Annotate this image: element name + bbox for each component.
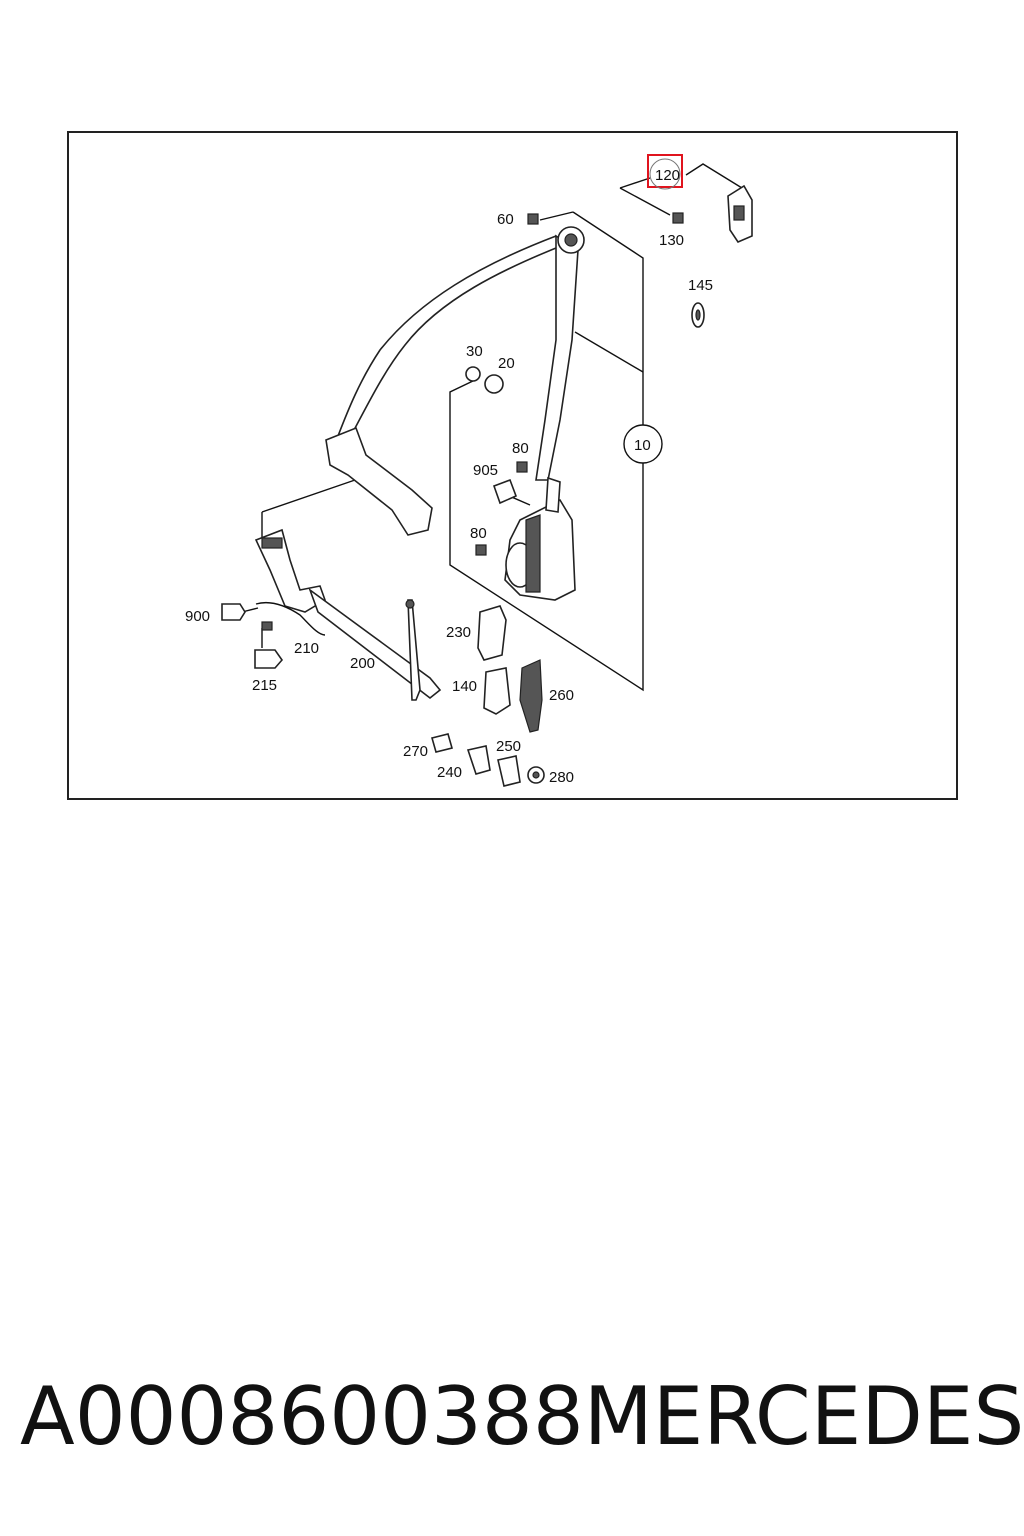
washer-145 xyxy=(691,302,705,328)
callout-230: 230 xyxy=(446,624,471,641)
callout-215: 215 xyxy=(252,677,277,694)
caption: A0008600388 MERCEDES xyxy=(20,1370,1024,1470)
callout-210: 210 xyxy=(294,640,319,657)
diagram-frame xyxy=(67,131,958,800)
callout-260: 260 xyxy=(549,687,574,704)
callout-circle-10 xyxy=(623,424,663,464)
callout-30: 30 xyxy=(466,343,483,360)
callout-240: 240 xyxy=(437,764,462,781)
leader-lines xyxy=(241,163,743,692)
upper-anchor xyxy=(527,213,585,254)
cap-30-20 xyxy=(465,366,504,394)
callout-900: 900 xyxy=(185,608,210,625)
buckle-assembly xyxy=(221,528,442,701)
covers xyxy=(477,605,543,733)
callout-20: 20 xyxy=(498,355,515,372)
callout-905: 905 xyxy=(473,462,498,479)
belt-webbing xyxy=(325,234,579,536)
callout-130: 130 xyxy=(659,232,684,249)
callout-145: 145 xyxy=(688,277,713,294)
clip-905 xyxy=(492,478,518,505)
callout-280: 280 xyxy=(549,769,574,786)
fasteners-bottom xyxy=(431,733,545,787)
callout-10: 10 xyxy=(634,437,651,454)
callout-270: 270 xyxy=(403,743,428,760)
callout-250: 250 xyxy=(496,738,521,755)
callout-labels: 120 130 60 145 30 20 10 80 905 80 900 21… xyxy=(185,167,713,786)
height-adjuster xyxy=(727,184,753,243)
retractor-unit xyxy=(504,476,576,601)
part-number: A0008600388 xyxy=(20,1370,584,1463)
callout-140: 140 xyxy=(452,678,477,695)
callout-120: 120 xyxy=(655,167,680,184)
callout-circle-120 xyxy=(649,158,681,190)
callout-60: 60 xyxy=(497,211,514,228)
callout-80-upper: 80 xyxy=(512,440,529,457)
callout-80-lower: 80 xyxy=(470,525,487,542)
brand-name: MERCEDES xyxy=(583,1370,1024,1463)
callout-200: 200 xyxy=(350,655,375,672)
bolts-80 xyxy=(475,461,528,556)
bolt-130 xyxy=(672,212,684,224)
highlight-box-120 xyxy=(647,154,683,188)
